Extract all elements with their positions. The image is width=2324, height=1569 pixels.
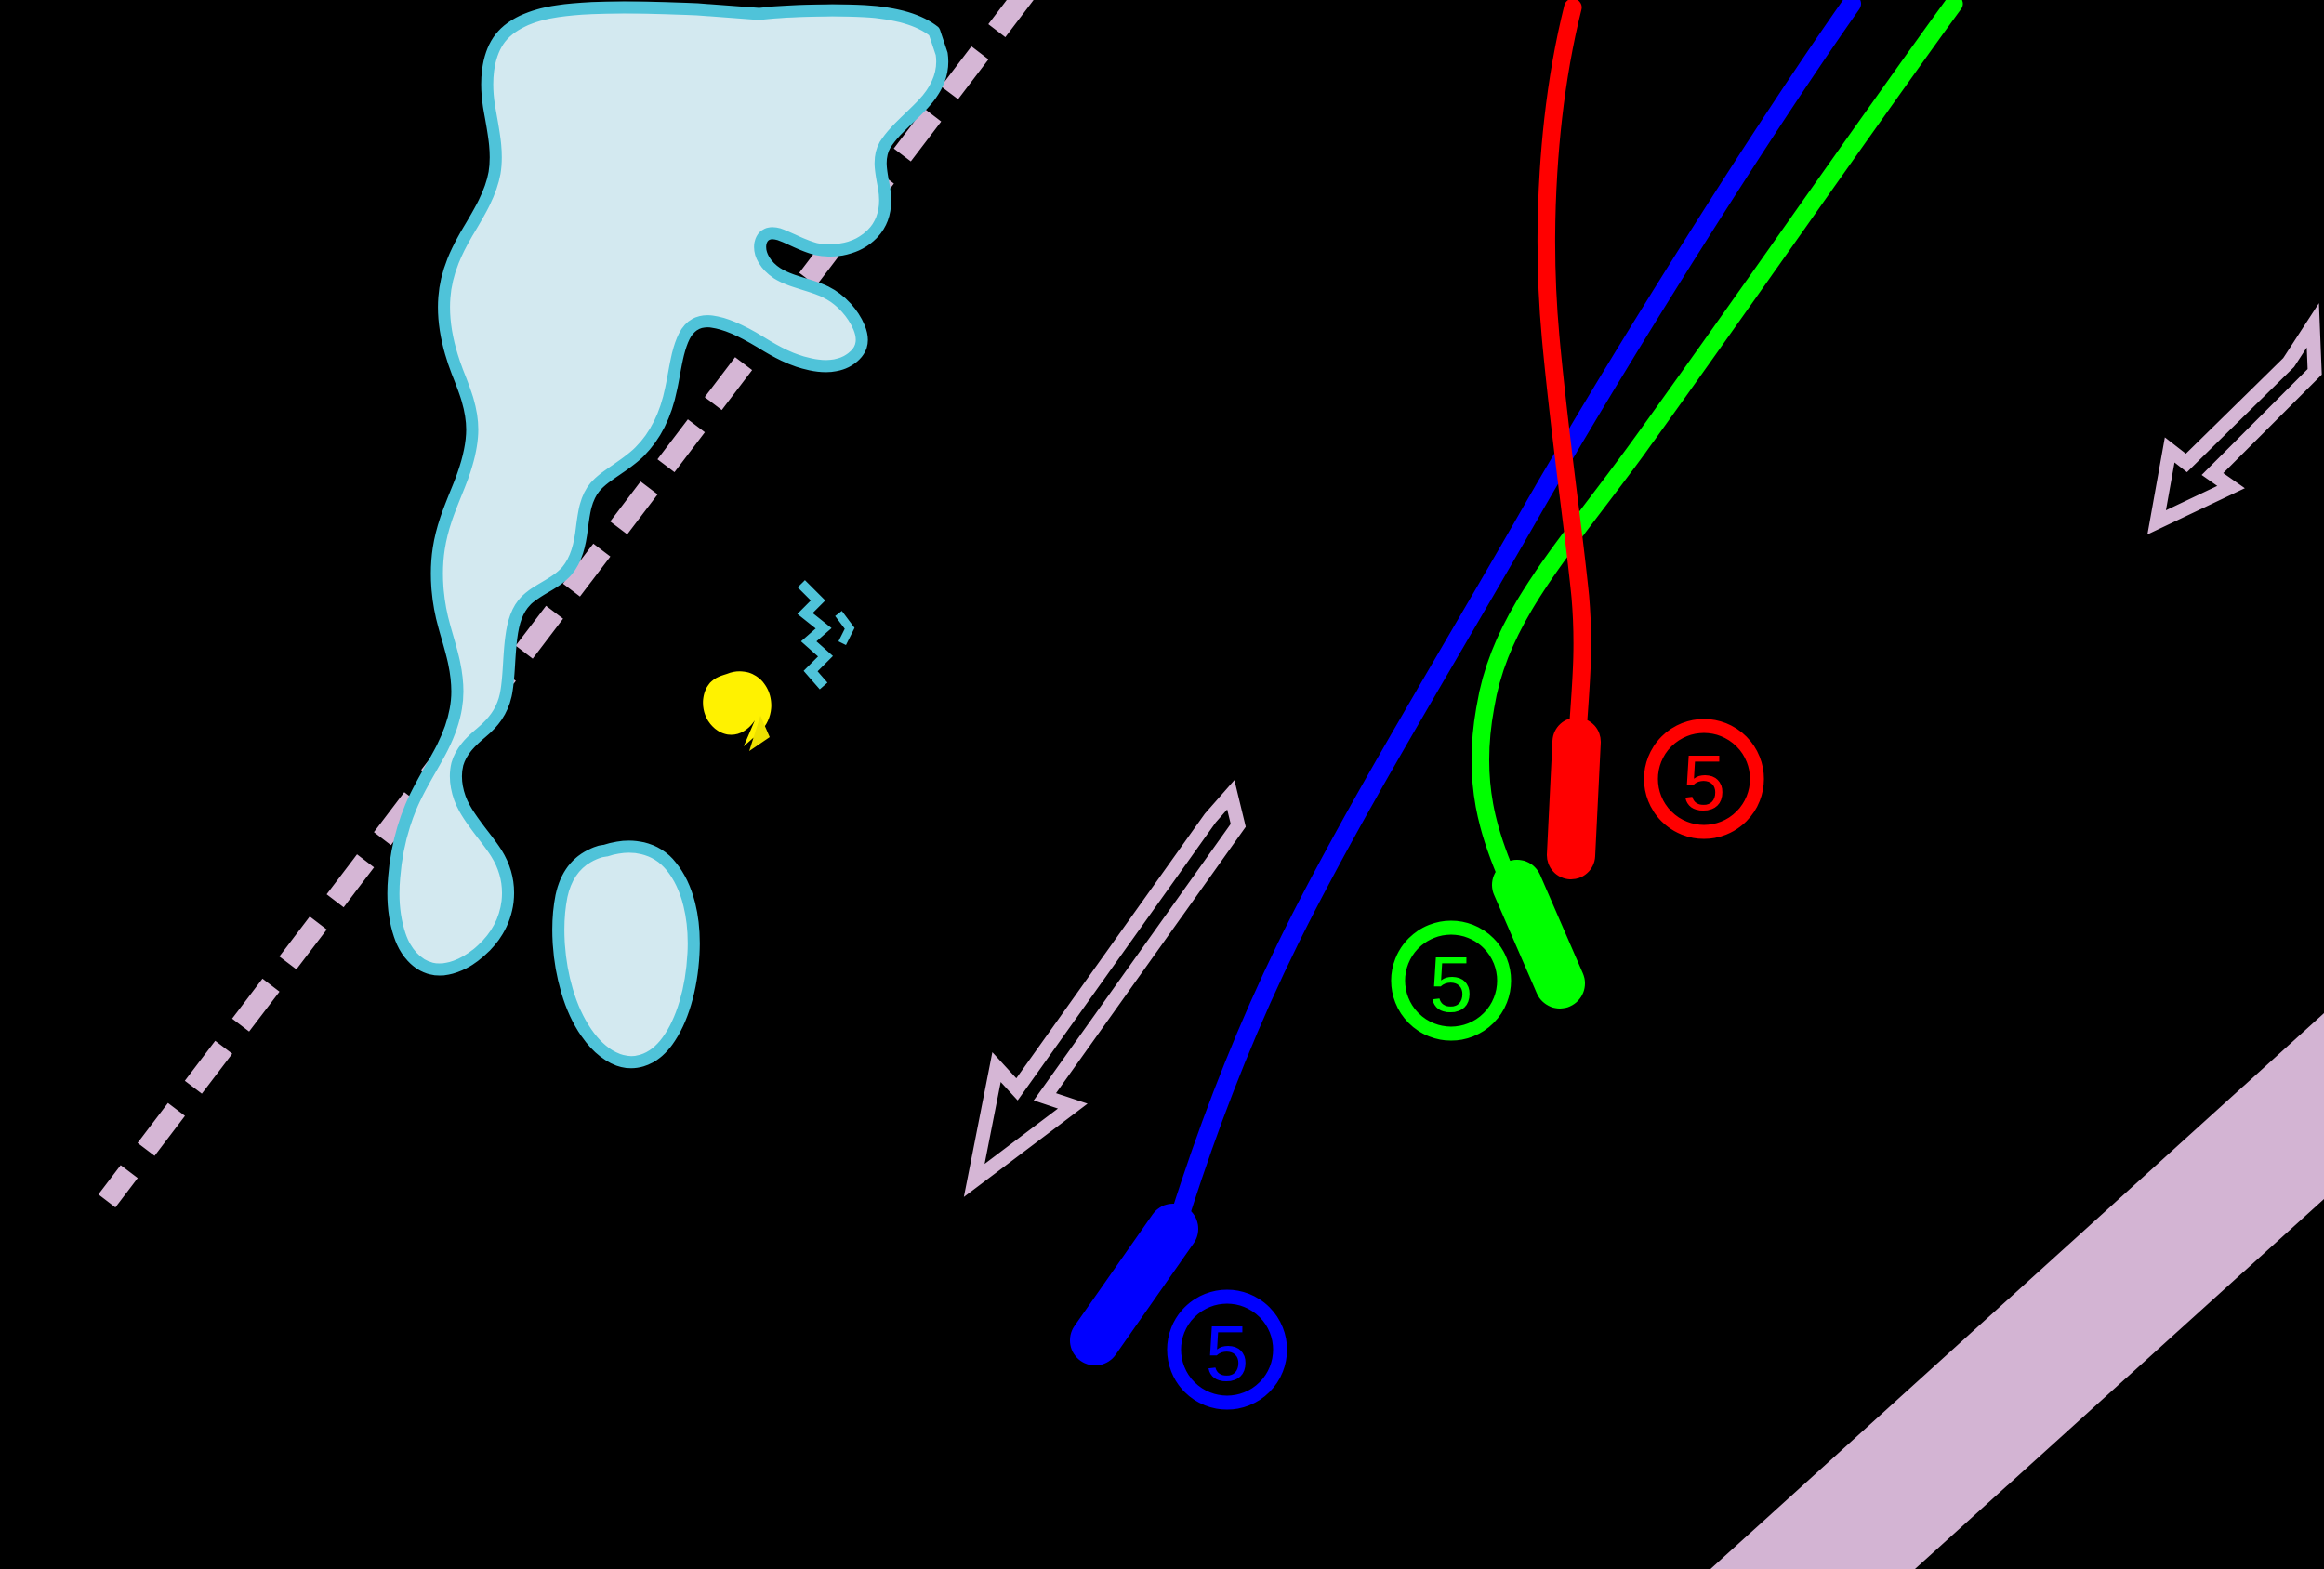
island-landmass — [552, 840, 700, 1069]
blue-track-bulb — [1070, 1204, 1198, 1365]
marker-label-green: 5 — [1430, 941, 1473, 1028]
blue-storm-track[interactable] — [1070, 0, 1861, 1365]
marker-circle-green — [1391, 920, 1512, 1041]
marker-category-green[interactable]: 5 — [1391, 920, 1512, 1041]
motion-arrow-center — [963, 780, 1247, 1197]
yellow-highlight-marker — [703, 671, 772, 751]
main-landmass — [387, 1, 949, 976]
blue-track-tail — [1169, 0, 1861, 1229]
marker-circle-red — [1644, 719, 1764, 839]
marker-category-blue[interactable]: 5 — [1167, 1289, 1287, 1410]
green-track-bulb — [1492, 860, 1585, 1009]
green-storm-track[interactable] — [1471, 0, 1963, 1009]
red-track-bulb — [1547, 718, 1601, 879]
red-track-tail — [1538, 0, 1591, 744]
marker-label-red: 5 — [1683, 739, 1726, 826]
corner-diagonal-band — [1710, 1013, 2324, 1569]
motion-arrow-upper-right — [2147, 303, 2322, 535]
green-track-tail — [1471, 0, 1963, 900]
marker-label-blue: 5 — [1206, 1310, 1249, 1397]
marker-circle-blue — [1167, 1289, 1287, 1410]
landmass-notch-detail — [797, 580, 855, 690]
marker-category-red[interactable]: 5 — [1644, 719, 1764, 839]
red-storm-track[interactable] — [1538, 0, 1601, 879]
